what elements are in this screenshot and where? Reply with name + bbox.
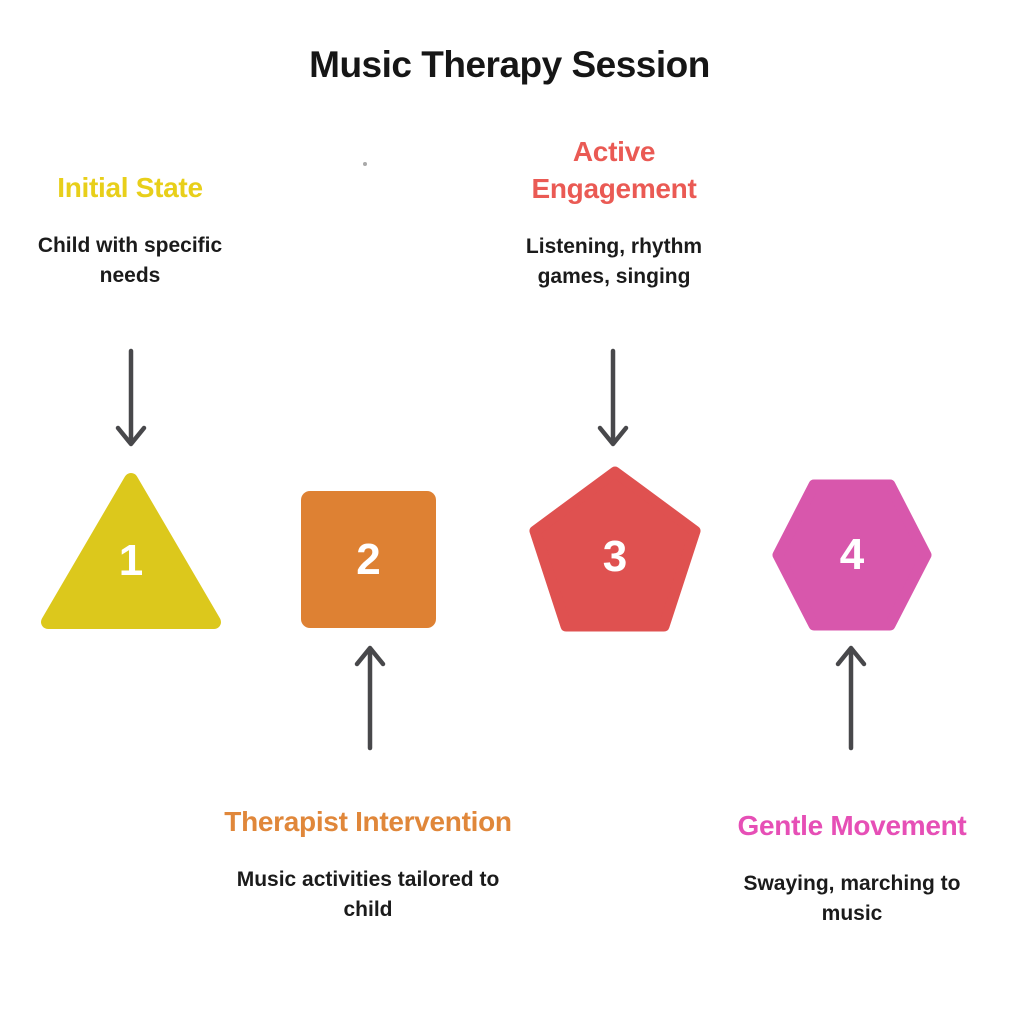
step-2-label-group: Therapist Intervention Music activities … — [223, 804, 513, 925]
page-title: Music Therapy Session — [309, 44, 710, 85]
step-4-shape-hexagon: 4 — [770, 477, 934, 633]
step-4-label: Gentle Movement — [737, 810, 967, 841]
step-1-label: Initial State — [57, 172, 203, 203]
stray-dot-artifact — [363, 162, 367, 166]
step-2-shape-square: 2 — [299, 489, 438, 630]
step-4-description: Swaying, marching to music — [743, 871, 961, 925]
arrow-down-icon — [597, 348, 629, 447]
step-1-description: Child with specific needs — [37, 233, 223, 287]
step-1-number: 1 — [118, 536, 144, 585]
step-3-description: Listening, rhythm games, singing — [525, 234, 703, 288]
step-3-label: Active Engagement — [531, 136, 697, 204]
step-3-label-group: Active Engagement Listening, rhythm game… — [504, 134, 724, 292]
step-2-description: Music activities tailored to child — [236, 867, 500, 921]
arrow-up-icon — [835, 645, 867, 751]
arrow-down-icon — [115, 348, 147, 447]
square-icon — [301, 491, 436, 628]
step-3-number: 3 — [602, 532, 628, 581]
hexagon-icon — [772, 479, 932, 631]
triangle-icon — [41, 473, 221, 629]
step-3-shape-pentagon: 3 — [524, 462, 706, 634]
step-2-number: 2 — [356, 534, 381, 584]
pentagon-icon — [529, 466, 701, 632]
step-4-number: 4 — [839, 530, 865, 579]
step-1-shape-triangle: 1 — [36, 470, 226, 636]
arrow-up-icon — [354, 645, 386, 751]
step-1-label-group: Initial State Child with specific needs — [15, 170, 245, 291]
step-4-label-group: Gentle Movement Swaying, marching to mus… — [722, 808, 982, 929]
step-2-label: Therapist Intervention — [224, 806, 512, 837]
